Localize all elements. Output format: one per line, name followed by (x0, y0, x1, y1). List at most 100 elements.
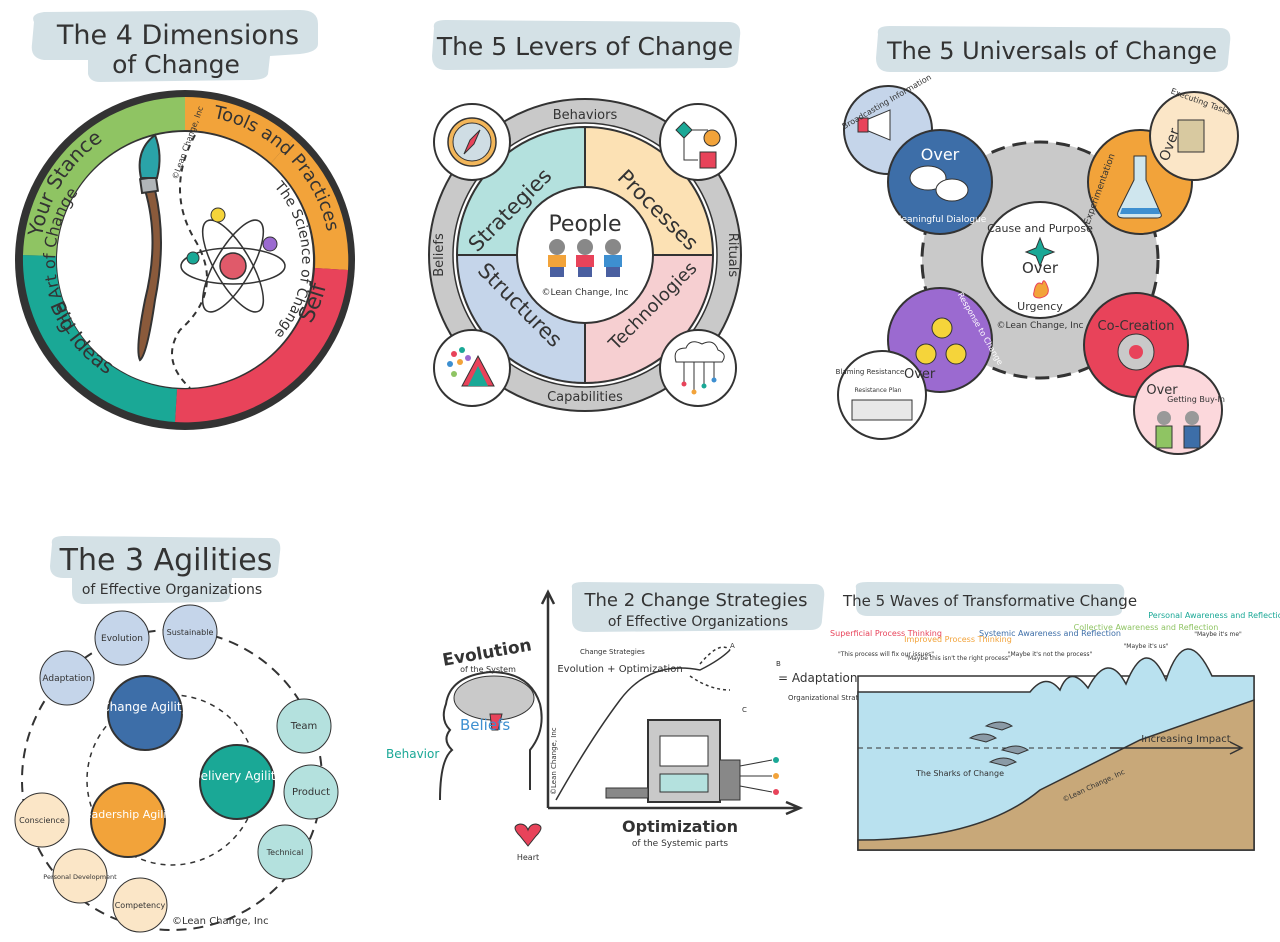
formula-left: Evolution + Optimization (557, 664, 682, 675)
ideas-arc (175, 268, 348, 423)
copyright: ©Lean Change, Inc (172, 916, 269, 927)
head-icon (439, 670, 543, 801)
atom-icon (180, 207, 286, 313)
five-waves-panel: The 5 Waves of Transformative Change Inc… (830, 580, 1280, 942)
compass-icon (433, 103, 511, 181)
conscience-label: Conscience (19, 816, 65, 825)
agilities-title: The 3 Agilities (59, 543, 273, 578)
wave-2-quote: "Maybe this isn't the right process" (905, 655, 1011, 662)
wave-5-quote: "Maybe it's me" (1194, 631, 1242, 638)
self-arc (22, 255, 177, 422)
personal-dev-label: Personal Development (43, 873, 117, 881)
leadership-agility-node (90, 782, 166, 858)
capabilities-label: Capabilities (547, 390, 623, 405)
title-line-2: of Change (112, 50, 240, 79)
leadership-agility-label: Leadership Agility (79, 808, 178, 821)
two-strategies-panel: The 2 Change Strategies of Effective Org… (380, 580, 871, 942)
seabed (857, 698, 1255, 851)
adaptation-label: Adaptation (42, 674, 91, 684)
wave-2-head: Improved Process Thinking (904, 635, 1012, 644)
sustainable-label: Sustainable (167, 628, 214, 637)
resistance-plan-label: Resistance Plan (854, 387, 901, 394)
wave-3-head: Systemic Awareness and Reflection (979, 629, 1121, 638)
formula-right: = Adaptation (778, 671, 858, 685)
evolution-sub: of the System (460, 665, 516, 674)
strategies-title-2: of Effective Organizations (608, 614, 788, 630)
waves-title: The 5 Waves of Transformative Change (842, 592, 1137, 610)
behavior-label: Behavior (386, 747, 439, 761)
over-label-bl: Over (904, 367, 936, 382)
wave-5-head: Personal Awareness and Reflection (1148, 611, 1280, 620)
behaviors-label: Behaviors (553, 108, 618, 123)
y-axis-arrow (540, 589, 556, 808)
change-strategies-label: Change Strategies (580, 648, 645, 656)
heart-label: Heart (517, 853, 539, 862)
outer-nodes: Adaptation Evolution Sustainable Team Pr… (14, 604, 339, 933)
optimization-axis-label: Optimization (622, 817, 738, 836)
point-a: A (730, 642, 735, 650)
change-agility-node (107, 675, 183, 751)
sharks-label: The Sharks of Change (915, 769, 1004, 778)
levers-title: The 5 Levers of Change (436, 32, 733, 61)
tools-arc-1 (185, 97, 293, 163)
shapes-icon (433, 329, 511, 407)
two-people-icon (1155, 411, 1201, 449)
five-levers-panel: The 5 Levers of Change People ©Lean Chan… (410, 0, 760, 470)
five-universals-panel: The 5 Universals of Change Cause and Pur… (830, 0, 1260, 470)
increasing-impact: Increasing Impact (1141, 734, 1230, 745)
team-label: Team (290, 721, 317, 732)
fire-icon (1033, 280, 1049, 299)
center-over: Over (1022, 259, 1059, 277)
wave-1-quote: "This process will fix our issues" (838, 651, 934, 658)
four-dimensions-panel: The 4 Dimensions of Change Your Stance T… (0, 0, 380, 470)
rituals-label: Rituals (725, 233, 740, 278)
point-b: B (776, 660, 781, 668)
cocreation-label: Co-Creation (1098, 319, 1175, 334)
delivery-agility-label: Delivery Agility (191, 769, 282, 783)
flowchart-icon (659, 103, 737, 181)
copyright: ©Lean Change, Inc (550, 727, 558, 795)
people-icon (548, 239, 622, 277)
competency-label: Competency (115, 901, 166, 910)
technical-label: Technical (266, 848, 304, 857)
wave-4-quote: "Maybe it's us" (1124, 643, 1169, 650)
copyright: ©Lean Change, Inc (997, 321, 1084, 331)
title-line-1: The 4 Dimensions (56, 20, 299, 51)
cloud-network-icon (659, 329, 737, 407)
optimization-sub: of the Systemic parts (632, 839, 728, 849)
blaming-label: Blaming Resistance (836, 368, 905, 376)
over-label-br: Over (1146, 383, 1178, 398)
x-axis-arrow (548, 800, 804, 816)
strategies-title-1: The 2 Change Strategies (584, 590, 808, 611)
stance-arc (23, 97, 185, 256)
center-people: People (548, 212, 621, 237)
delivery-agility-node (199, 744, 275, 820)
org-strategy-label: Organizational Strategy (788, 694, 871, 702)
change-agility-label: Change Agility (101, 700, 188, 714)
point-c: C (742, 706, 747, 714)
wave-3-quote: "Maybe it's not the process" (1008, 651, 1093, 658)
star-icon (1024, 236, 1056, 268)
universals-title: The 5 Universals of Change (886, 37, 1217, 65)
sharks-icon (968, 721, 1030, 767)
urgency-label: Urgency (1017, 300, 1063, 313)
agilities-subtitle: of Effective Organizations (82, 582, 262, 598)
buy-in-label: Getting Buy-In (1167, 395, 1225, 404)
clipboard-icon (1177, 119, 1205, 153)
product-label: Product (292, 787, 330, 798)
wave-1-head: Superficial Process Thinking (830, 629, 942, 638)
dialogue-label: Meaningful Dialogue (894, 215, 987, 225)
wave-4-head: Collective Awareness and Reflection (1074, 623, 1219, 632)
heart-icon (514, 823, 542, 847)
tools-arc-2 (271, 138, 349, 270)
cause-purpose-label: Cause and Purpose (987, 222, 1093, 235)
paintbrush-icon (137, 133, 162, 362)
three-agilities-panel: The 3 Agilities of Effective Organizatio… (0, 530, 350, 942)
evolution-label: Evolution (101, 634, 143, 644)
over-label-tl: Over (921, 145, 960, 164)
machine-icon (605, 719, 779, 803)
beliefs-label: Beliefs (432, 233, 447, 277)
beliefs-label: Beliefs (460, 716, 510, 734)
smiley-icon (931, 317, 953, 339)
copyright: ©Lean Change, Inc (542, 288, 629, 298)
